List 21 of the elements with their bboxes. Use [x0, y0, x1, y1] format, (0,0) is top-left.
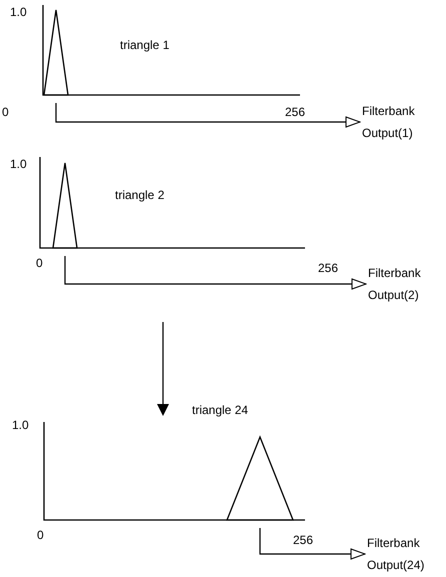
output-label: Filterbank Output(2) — [368, 262, 430, 306]
axis-tick-label: 1.0 — [12, 418, 29, 433]
axis-tick-label: 0 — [36, 256, 43, 271]
filter-label: triangle 2 — [115, 188, 164, 203]
axis-tick-label: 256 — [293, 533, 314, 548]
arrow — [55, 103, 360, 128]
filter-label: triangle 1 — [120, 38, 170, 53]
axis-tick-label: 0 — [2, 105, 9, 120]
triangle-filter — [44, 10, 68, 95]
axis-tick-label: 1.0 — [10, 157, 27, 172]
axis-tick-label: 1.0 — [10, 5, 27, 20]
filter-label: triangle 24 — [192, 403, 248, 418]
arrow — [259, 528, 366, 560]
axis-tick-label: 256 — [285, 105, 306, 120]
output-label: Filterbank Output(24) — [367, 532, 437, 576]
triangle-filter — [53, 163, 77, 248]
axis-tick-label: 0 — [37, 528, 44, 543]
triangle-filter — [227, 437, 293, 520]
axis-tick-label: 256 — [318, 261, 338, 276]
output-label: Filterbank Output(1) — [362, 100, 424, 144]
arrow — [64, 256, 366, 290]
